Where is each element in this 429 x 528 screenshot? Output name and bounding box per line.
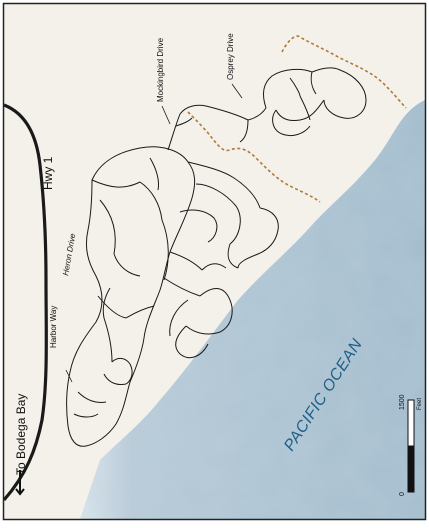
ocean-area (80, 100, 425, 519)
highway-1-road (2, 103, 48, 502)
map-frame-border (2, 2, 427, 521)
scale-bar-white-segment (407, 399, 415, 447)
scale-bar-black-segment (407, 445, 415, 493)
scale-bar: 0 1500 Feet (399, 394, 423, 496)
road-network (66, 67, 367, 447)
coastal-trail-south (187, 111, 321, 203)
mockingbird-leader (161, 105, 171, 125)
south-arrow-icon (15, 470, 25, 496)
osprey-drive-label: Osprey Drive (226, 33, 235, 80)
scale-unit-label: Feet (417, 398, 423, 410)
mockingbird-drive-label: Mockingbird Drive (156, 37, 165, 102)
hwy-1-label: Hwy 1 (41, 156, 55, 190)
harbor-way-label: Harbor Way (49, 306, 58, 348)
scale-zero-label: 0 (399, 492, 406, 496)
scale-max-label: 1500 (399, 394, 406, 410)
osprey-leader (231, 83, 243, 99)
coastal-trail-north (281, 35, 407, 109)
harbor-way-leader (65, 369, 73, 383)
bodega-bay-label: To Bodega Bay (14, 394, 28, 475)
